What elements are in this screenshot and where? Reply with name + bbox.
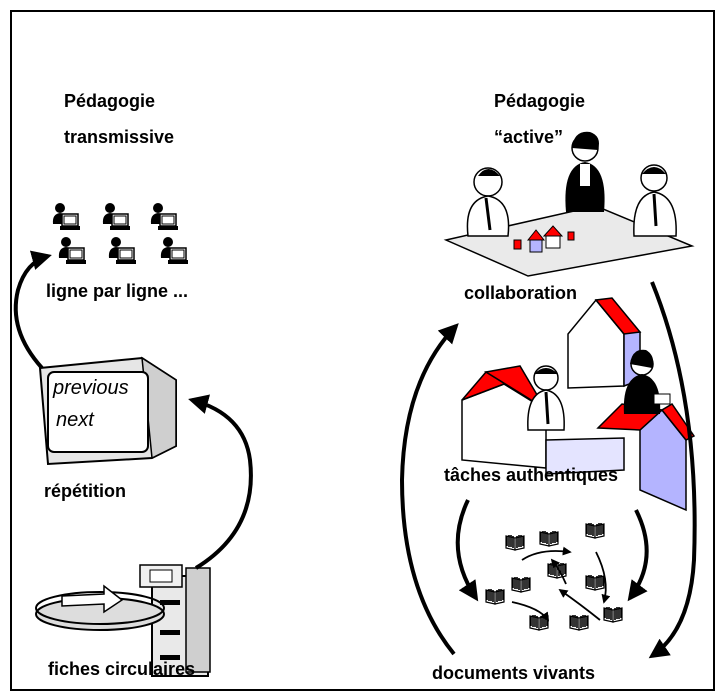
monitor-next-text: next xyxy=(56,409,94,431)
arrow-docs-to-collab xyxy=(399,323,459,656)
monitor-icon xyxy=(38,356,177,466)
authentic-tasks-icon xyxy=(461,297,696,512)
arrow-sheets-to-repetition xyxy=(188,394,253,570)
arrow-tasks-to-docs-left xyxy=(455,499,479,602)
documents-network-icon xyxy=(485,522,623,631)
diagram-frame xyxy=(10,10,715,691)
filing-cabinet-icon xyxy=(139,564,211,677)
collaboration-icon xyxy=(443,131,695,277)
arrow-tasks-to-docs-right xyxy=(627,509,649,602)
circular-sheets-icon xyxy=(35,584,165,631)
arrow-collab-to-docs xyxy=(648,281,697,659)
circular-sheets-label: fiches circulaires xyxy=(48,659,196,679)
workers-group-icon xyxy=(52,202,189,265)
left-title-line2: transmissive xyxy=(64,127,175,147)
collaboration-label: collaboration xyxy=(464,283,578,303)
arrow-repetition-to-lines xyxy=(13,250,52,370)
live-documents-label: documents vivants xyxy=(432,663,596,683)
line-by-line-label: ligne par ligne ... xyxy=(46,281,189,301)
monitor-previous-text: previous xyxy=(53,377,129,399)
repetition-label: répétition xyxy=(44,481,127,501)
right-title-line1: Pédagogie xyxy=(494,91,586,111)
right-title-line2: “active” xyxy=(494,127,564,147)
left-title-line1: Pédagogie xyxy=(64,91,156,111)
authentic-tasks-label: tâches authentiques xyxy=(444,465,619,485)
